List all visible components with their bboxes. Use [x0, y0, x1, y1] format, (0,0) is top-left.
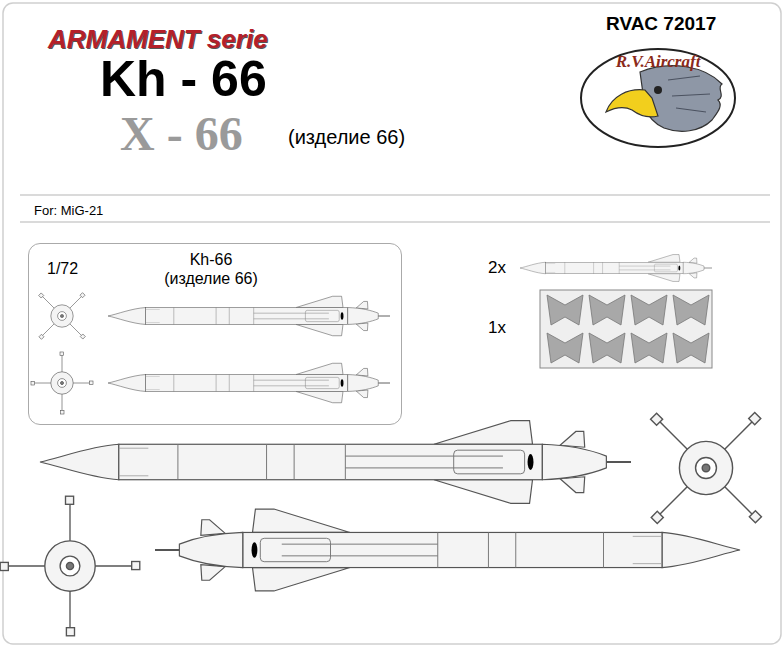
series-title: ARMAMENT serie: [48, 24, 268, 55]
quantity-label: 2x: [488, 258, 506, 278]
russian-subtitle: (изделие 66): [288, 126, 405, 149]
main-title: Kh - 66: [100, 52, 267, 107]
scale-text: 1/72: [47, 260, 78, 278]
kit-number: RVAC 72017: [606, 13, 716, 35]
panel-title: Kh-66 (изделие 66): [159, 250, 263, 288]
aircraft-note: For: MiG-21: [34, 203, 103, 218]
scale-panel: 1/72 Kh-66 (изделие 66): [28, 243, 402, 425]
russian-title: X - 66: [120, 108, 243, 161]
logo-oval: R.V.Aircraft: [578, 46, 742, 150]
logo-text: R.V.Aircraft: [578, 52, 738, 72]
quantity-label: 1x: [488, 318, 506, 338]
